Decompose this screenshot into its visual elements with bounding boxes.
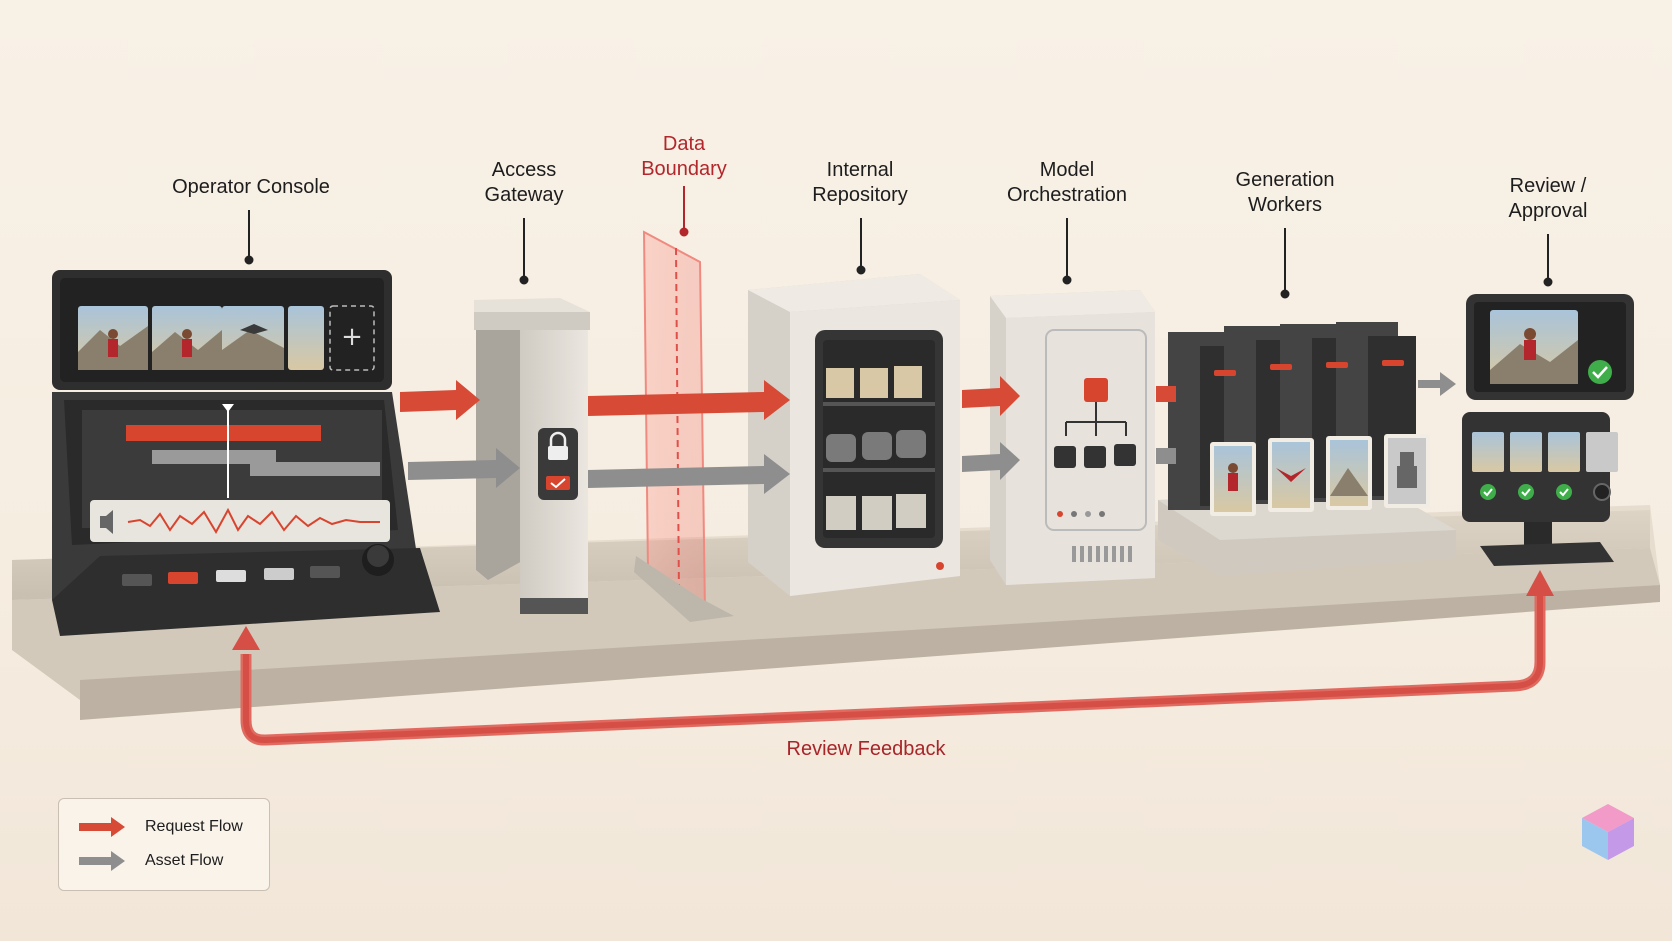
model-orchestration bbox=[990, 290, 1155, 585]
request-flow-arrows bbox=[400, 376, 1176, 420]
label-review-approval: Review / Approval bbox=[1508, 175, 1588, 222]
internal-repository bbox=[748, 274, 960, 596]
label-access-gateway: Access Gateway bbox=[484, 159, 564, 206]
asset-flow-arrows bbox=[408, 372, 1456, 494]
access-gateway bbox=[474, 298, 590, 614]
data-boundary bbox=[634, 230, 734, 622]
orchestrator-vent bbox=[1072, 546, 1132, 562]
leader-lines bbox=[244, 186, 1553, 299]
approved-check-icon bbox=[1588, 360, 1612, 384]
legend-asset-flow: Asset Flow bbox=[79, 851, 223, 871]
console-buttons bbox=[122, 566, 340, 586]
logo-cube-icon bbox=[1582, 804, 1634, 860]
label-review-feedback: Review Feedback bbox=[786, 738, 946, 760]
check-icon bbox=[546, 476, 570, 490]
generation-workers bbox=[1158, 322, 1456, 576]
operator-console: + bbox=[52, 270, 440, 636]
label-operator-console: Operator Console bbox=[172, 176, 330, 198]
review-status-icons bbox=[1480, 483, 1611, 501]
request-arrow-icon bbox=[79, 817, 125, 837]
add-thumbnail-icon: + bbox=[341, 322, 363, 352]
legend-request-flow: Request Flow bbox=[79, 817, 243, 837]
review-feedback-loop bbox=[232, 570, 1554, 746]
legend: Request Flow Asset Flow bbox=[58, 798, 270, 891]
label-data-boundary: Data Boundary bbox=[641, 133, 727, 180]
generated-asset-cards bbox=[1210, 434, 1430, 516]
repository-crates bbox=[826, 494, 926, 530]
timeline-request-track bbox=[126, 425, 321, 441]
label-model-orchestration: Model Orchestration bbox=[1006, 159, 1128, 206]
label-generation-workers: Generation Workers bbox=[1235, 169, 1335, 216]
repository-drives bbox=[826, 430, 926, 462]
speaker-icon bbox=[100, 510, 113, 534]
label-internal-repository: Internal Repository bbox=[812, 159, 908, 206]
review-thumbnails bbox=[1472, 432, 1618, 472]
asset-arrow-icon bbox=[79, 851, 125, 871]
storyboard-thumbnails: + bbox=[78, 305, 375, 371]
review-approval-station bbox=[1462, 294, 1634, 566]
audio-waveform bbox=[127, 507, 380, 535]
lock-icon bbox=[548, 446, 568, 460]
repository-boxes bbox=[826, 366, 922, 398]
orchestrator-node-icon bbox=[1084, 378, 1108, 402]
